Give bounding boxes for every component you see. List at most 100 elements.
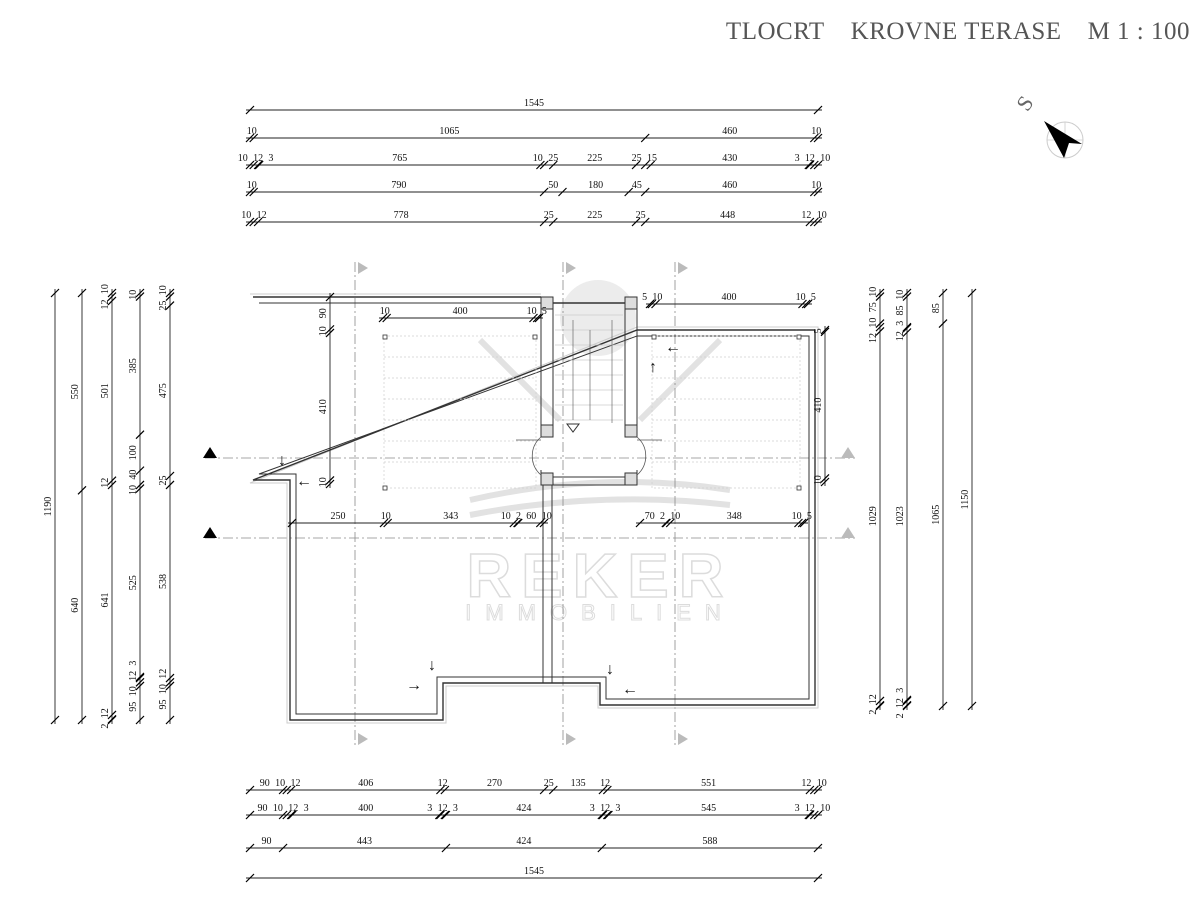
dimension-label: 2 [660, 511, 665, 522]
dimension-tick [548, 217, 558, 227]
dimension-tick [813, 160, 823, 170]
dimension-label: 10 [128, 290, 139, 300]
dimension-label: 538 [158, 574, 169, 589]
dimension-label: 225 [587, 210, 602, 221]
dimension-tick [624, 187, 634, 197]
pergola-left [383, 335, 537, 489]
dimension-label: 424 [516, 836, 531, 847]
dimension-label: 12 [801, 778, 811, 789]
wall-inner-outline [258, 302, 810, 715]
dimension-tick [813, 785, 823, 795]
dimension-tick [813, 187, 823, 197]
dimension-label: 12 [158, 669, 169, 679]
dimension-label: 765 [392, 153, 407, 164]
dimension-label: 25 [544, 210, 554, 221]
section-marker-icon [678, 733, 688, 745]
dimension-label: 10 [796, 292, 806, 303]
dimension-label: 10 [868, 287, 879, 297]
section-marker-icon [358, 262, 368, 274]
dimension-tick [165, 301, 175, 310]
dimension-label: 70 [645, 511, 655, 522]
dimension-tick [135, 466, 145, 476]
dimension-label: 10 [868, 318, 879, 328]
dimension-label: 10 [542, 511, 552, 522]
dimension-label: 640 [70, 598, 81, 613]
dimension-label: 12 [438, 803, 448, 814]
dimension-tick [640, 160, 650, 170]
dimension-label: 12 [257, 210, 267, 221]
dimension-tick [325, 292, 335, 302]
dimension-tick [813, 133, 823, 143]
dimension-tick [135, 673, 145, 683]
dimension-label: 45 [632, 180, 642, 191]
dimension-tick [249, 217, 259, 227]
dimension-label: 1545 [524, 866, 544, 877]
dimension-label: 10 [792, 511, 802, 522]
dimension-tick [165, 681, 175, 691]
dimension-label: 12 [868, 333, 879, 343]
dimension-tick [875, 319, 885, 328]
wall-outline [252, 296, 816, 721]
dimension-tick [245, 785, 255, 795]
dimension-tick [602, 785, 612, 795]
dimension-label: 343 [443, 511, 458, 522]
dimension-tick [245, 217, 255, 227]
dimension-label: 12 [438, 778, 448, 789]
dimension-label: 10 [895, 290, 906, 300]
dimension-tick [640, 217, 650, 227]
dimension-tick [809, 187, 819, 197]
dimension-tick [379, 518, 389, 528]
title-view: TLOCRT [725, 18, 825, 45]
dimension-tick [165, 292, 175, 302]
dimension-tick [938, 288, 948, 298]
dimension-tick [801, 299, 811, 309]
dimension-tick [378, 313, 388, 323]
dimension-label: 1190 [43, 497, 54, 517]
dimension-label: 1029 [868, 506, 879, 526]
dimension-label: 778 [394, 210, 409, 221]
dimension-tick [436, 810, 445, 820]
dimension-tick [875, 696, 885, 706]
dimension-tick [135, 672, 145, 682]
dimension-label: 10 [820, 153, 830, 164]
dimension-label: 5 [542, 306, 547, 317]
dimension-label: 25 [158, 301, 169, 311]
section-marker-icon [566, 262, 576, 274]
section-marker-icon [841, 527, 855, 538]
dimension-label: 406 [358, 778, 373, 789]
dimension-tick [820, 473, 830, 483]
dimension-label: 75 [868, 302, 879, 312]
dimension-tick [278, 785, 288, 795]
dimension-label: 588 [702, 836, 717, 847]
dimension-tick [165, 288, 175, 298]
dimension-tick [902, 323, 912, 333]
slope-arrow-left-icon: ← [665, 339, 681, 356]
dimension-label: 90 [258, 803, 268, 814]
dimension-label: 12 [100, 478, 111, 488]
dimension-label: 410 [318, 399, 329, 414]
dimension-label: 448 [720, 210, 735, 221]
dimension-label: 50 [548, 180, 558, 191]
dimension-tick [282, 810, 292, 820]
dimension-tick [286, 810, 296, 820]
dimension-tick [535, 518, 545, 528]
dimension-label: 3 [615, 803, 620, 814]
dimension-label: 10 [381, 511, 391, 522]
dimension-tick [534, 313, 544, 323]
dimension-tick [325, 479, 335, 489]
dimension-tick [135, 288, 145, 298]
dimension-tick [820, 477, 830, 487]
dimension-label: 12 [100, 300, 111, 310]
slope-arrow-down-icon: ↓ [606, 661, 614, 678]
dimension-label: 460 [722, 180, 737, 191]
slope-arrow-down-icon: ↓ [278, 452, 286, 469]
dimension-label: 12 [253, 153, 263, 164]
dimension-tick [77, 288, 87, 298]
dimension-tick [809, 810, 819, 820]
dimension-label: 410 [813, 398, 824, 413]
dimension-label: 3 [268, 153, 273, 164]
dimension-tick [539, 785, 549, 795]
dimension-label: 250 [331, 511, 346, 522]
